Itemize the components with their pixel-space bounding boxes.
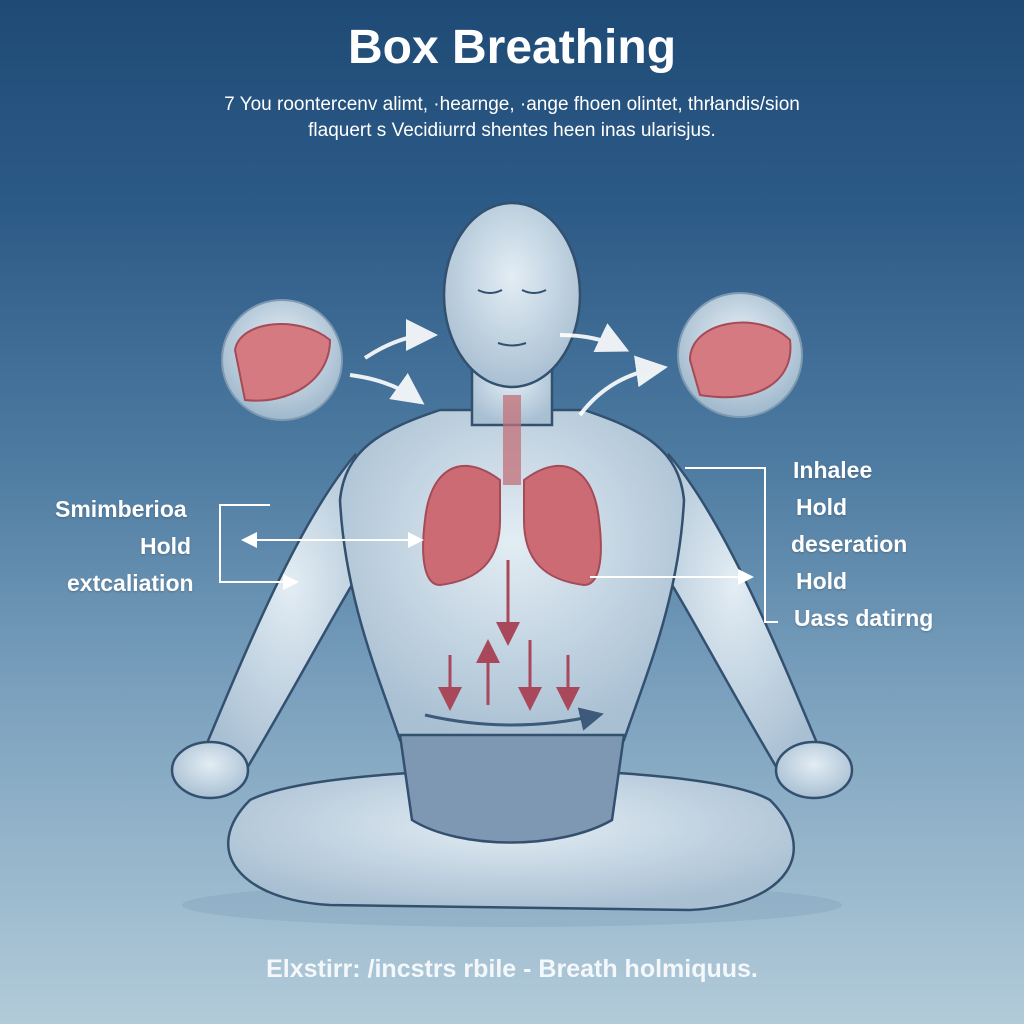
diaphragm-curve-arrow	[424, 707, 604, 731]
label-connectors	[219, 467, 778, 623]
shorts	[398, 733, 626, 844]
airflow-arrows	[349, 319, 668, 417]
subtitle-line: 7 You roontercenv alimt, ·hearnge, ·ange…	[224, 94, 800, 115]
right-hand	[774, 740, 854, 800]
left-label: extcaliation	[67, 570, 194, 596]
caption: Elxstirr: /incstrs rbile - Breath holmiq…	[266, 955, 758, 983]
left-lung	[422, 464, 501, 587]
subtitle-line: flaquert s Vecidiurrd shentes heen inas …	[308, 120, 716, 141]
right-label: Uass datirng	[794, 605, 934, 631]
right-label: Inhalee	[793, 457, 873, 483]
left-hand	[170, 740, 250, 800]
page-title: Box Breathing	[347, 21, 677, 74]
diaphragm-arrows	[438, 560, 580, 711]
head	[442, 201, 582, 389]
left-label: Hold	[140, 533, 192, 559]
closed-eyes	[477, 289, 547, 294]
right-label: Hold	[796, 568, 848, 594]
trachea	[503, 395, 521, 485]
subtitle: 7 You roontercenv alimt, ·hearnge, ·ange…	[0, 92, 1024, 144]
right-label: deseration	[791, 531, 908, 557]
right-label: Hold	[796, 494, 848, 520]
left-label: Smimberioa	[55, 496, 187, 522]
mouth	[497, 342, 527, 347]
right-lung	[523, 464, 602, 587]
